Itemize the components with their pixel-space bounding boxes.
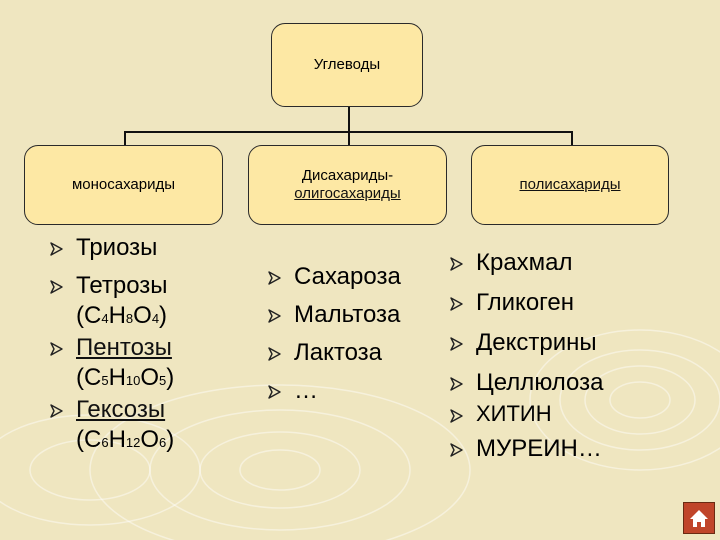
connector-middle-vertical (348, 131, 350, 146)
di-label-line1: Дисахариды- (301, 167, 394, 184)
list-item: Крахмал (448, 251, 604, 275)
poly-item-name: МУРЕИН… (476, 435, 602, 462)
di-item-name: Лактоза (294, 339, 383, 366)
root-label: Углеводы (313, 56, 381, 73)
poly-list: Крахмал Гликоген Декстрины Целлюлоза ХИТ… (448, 251, 604, 461)
arrow-bullet-icon (450, 257, 463, 271)
arrow-bullet-icon (450, 443, 463, 457)
node-monosaccharides: моносахариды (24, 145, 223, 225)
home-button[interactable] (683, 502, 715, 534)
arrow-bullet-icon (268, 347, 281, 361)
arrow-bullet-icon (50, 342, 63, 356)
home-icon (690, 510, 708, 527)
mono-list: Триозы Тетрозы (С4Н8О4) Пентозы (С5Н10О5… (48, 236, 174, 452)
formula-hexoses: (С6Н12О6) (76, 426, 175, 453)
list-item: Целлюлоза (448, 371, 604, 395)
list-item: Мальтоза (266, 303, 401, 327)
arrow-bullet-icon (50, 404, 63, 418)
list-item: Гликоген (448, 291, 604, 315)
list-item: Триозы (48, 236, 174, 260)
list-item: Сахароза (266, 265, 401, 289)
poly-item-name: Крахмал (476, 249, 573, 276)
arrow-bullet-icon (450, 377, 463, 391)
mono-label: моносахариды (71, 176, 176, 193)
mono-item-name: Тетрозы (76, 272, 168, 299)
poly-label: полисахариды (519, 176, 621, 193)
di-item-name: … (294, 377, 318, 404)
arrow-bullet-icon (50, 280, 63, 294)
formula-pentoses: (С5Н10О5) (76, 364, 175, 391)
list-item: Лактоза (266, 341, 401, 365)
node-polysaccharides: полисахариды (471, 145, 669, 225)
connector-top-vertical (348, 105, 350, 132)
mono-item-name: Гексозы (76, 396, 166, 423)
arrow-bullet-icon (450, 337, 463, 351)
list-item: Декстрины (448, 331, 604, 355)
list-item: МУРЕИН… (448, 437, 604, 461)
mono-item-name: Триозы (76, 234, 158, 261)
poly-item-name: Целлюлоза (476, 369, 604, 396)
root-node-uglevody: Углеводы (271, 23, 423, 107)
list-item: Тетрозы (48, 274, 174, 298)
arrow-bullet-icon (268, 271, 281, 285)
poly-item-name: ХИТИН (476, 401, 552, 426)
arrow-bullet-icon (50, 242, 63, 256)
poly-item-name: Гликоген (476, 289, 575, 316)
list-item: Гексозы (48, 398, 174, 422)
arrow-bullet-icon (450, 297, 463, 311)
node-disaccharides: Дисахариды- олигосахариды (248, 145, 447, 225)
list-item: Пентозы (48, 336, 174, 360)
connector-right-vertical (571, 131, 573, 146)
di-item-name: Мальтоза (294, 301, 401, 328)
di-list: Сахароза Мальтоза Лактоза … (266, 265, 401, 403)
arrow-bullet-icon (450, 409, 463, 423)
list-item: … (266, 379, 401, 403)
di-item-name: Сахароза (294, 263, 401, 290)
poly-item-name: Декстрины (476, 329, 597, 356)
formula-tetroses: (С4Н8О4) (76, 302, 168, 329)
list-item: ХИТИН (448, 403, 604, 425)
di-label-line2: олигосахариды (294, 185, 401, 202)
arrow-bullet-icon (268, 385, 281, 399)
arrow-bullet-icon (268, 309, 281, 323)
connector-left-vertical (124, 131, 126, 146)
mono-item-name: Пентозы (76, 334, 172, 361)
